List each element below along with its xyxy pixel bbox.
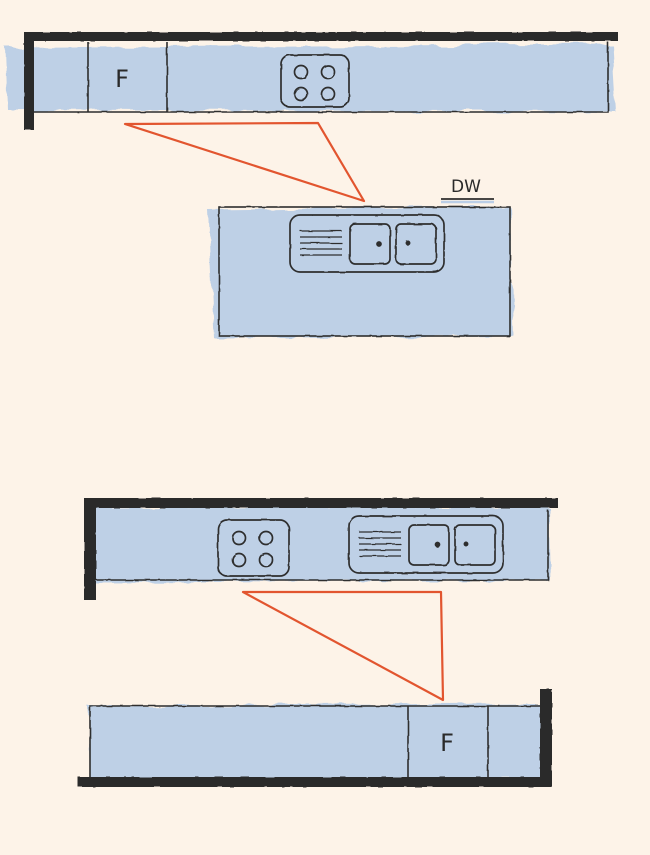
layout-two: F bbox=[78, 498, 558, 787]
dishwasher-marker: DW bbox=[441, 177, 494, 204]
sink-bowl bbox=[349, 223, 391, 265]
fridge-label: F bbox=[440, 729, 454, 757]
fridge-label: F bbox=[115, 65, 129, 93]
cooktop bbox=[280, 54, 350, 108]
burner bbox=[293, 64, 309, 80]
work-triangle bbox=[241, 590, 445, 702]
double-sink bbox=[289, 214, 445, 273]
back-counter bbox=[6, 42, 616, 113]
wall bbox=[24, 32, 618, 130]
burner bbox=[320, 64, 336, 80]
burner bbox=[293, 86, 309, 102]
wall bbox=[84, 498, 558, 600]
burner bbox=[258, 530, 274, 546]
wall bbox=[78, 689, 552, 787]
dishwasher-label: DW bbox=[451, 177, 481, 197]
layout-one: F DW bbox=[6, 32, 618, 338]
sink-bowl bbox=[408, 524, 450, 566]
top-counter bbox=[92, 506, 550, 582]
cooktop bbox=[217, 519, 290, 577]
burner bbox=[320, 86, 336, 102]
bottom-counter bbox=[88, 704, 544, 780]
sink-bowl bbox=[454, 524, 496, 566]
burner bbox=[258, 552, 274, 568]
drainboard bbox=[300, 230, 342, 256]
double-sink bbox=[348, 515, 504, 574]
burner bbox=[231, 552, 247, 568]
burner bbox=[231, 530, 247, 546]
drainboard bbox=[359, 531, 401, 557]
sink-bowl bbox=[395, 223, 437, 265]
work-triangle bbox=[123, 121, 366, 203]
